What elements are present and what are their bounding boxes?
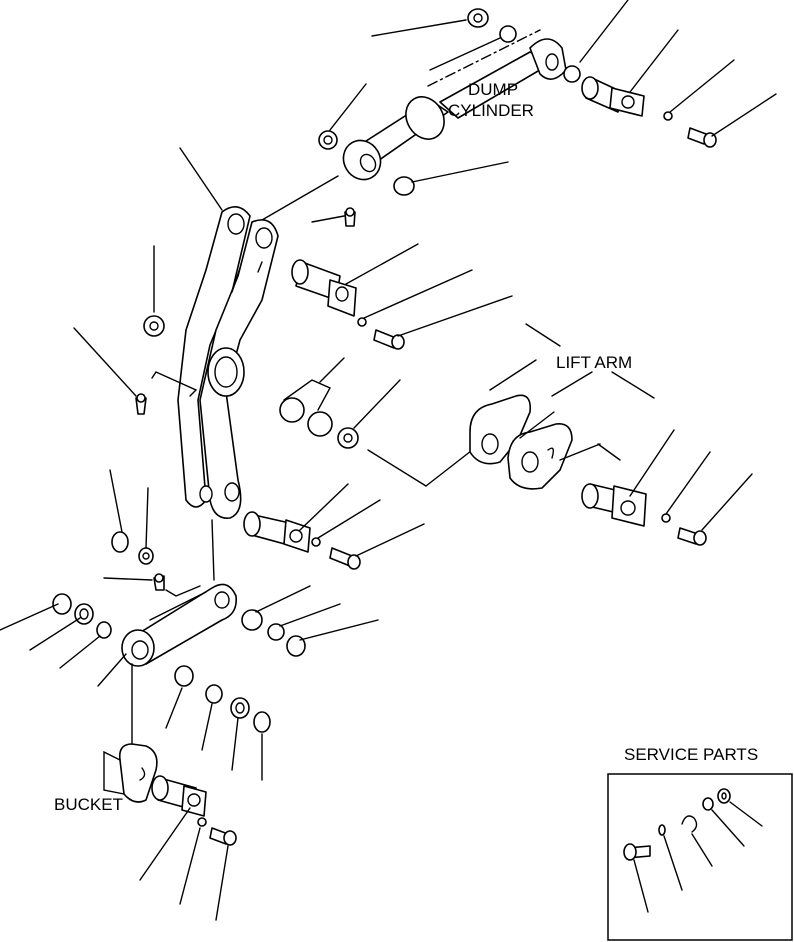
service-parts-panel: SERVICE PARTS [607,745,793,941]
dump-cylinder-assembly: DUMP CYLINDER [261,0,777,227]
bellcrank-assembly [73,147,513,581]
service-parts-title: SERVICE PARTS [624,745,758,764]
service-parts-box [607,773,793,941]
lift-arm-assembly: LIFT ARM [469,323,753,546]
dump-cylinder-label-line2: CYLINDER [448,101,534,120]
bucket-label: BUCKET [54,795,123,814]
lift-arm-label: LIFT ARM [556,353,632,372]
dump-cylinder-label-line1: DUMP [468,80,518,99]
link-assembly: BUCKET [0,573,379,921]
